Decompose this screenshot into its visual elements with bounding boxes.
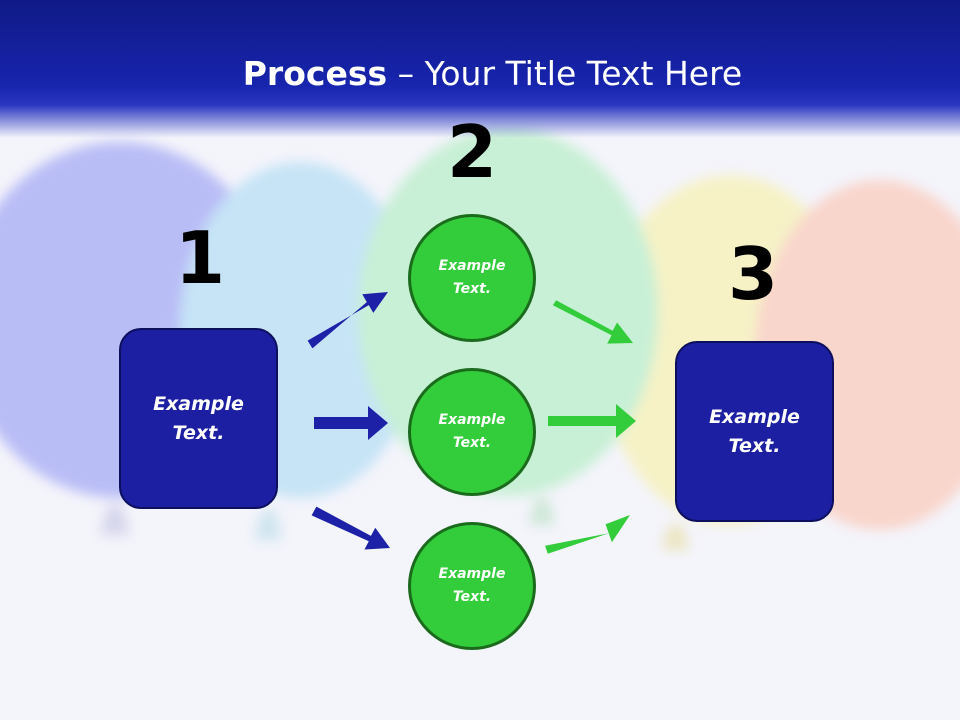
arrow-green-down bbox=[545, 515, 630, 554]
step-2-circle-2: Example Text. bbox=[408, 368, 536, 496]
arrow-blue-up bbox=[307, 292, 388, 349]
step-1-box: Example Text. bbox=[119, 328, 278, 509]
arrow-green-middle bbox=[548, 404, 636, 438]
step-number-1: 1 bbox=[174, 216, 226, 300]
step-2-circle-3: Example Text. bbox=[408, 522, 536, 650]
arrow-blue-middle bbox=[314, 406, 388, 440]
step-number-2: 2 bbox=[446, 110, 498, 194]
title-rest: – Your Title Text Here bbox=[387, 54, 743, 93]
page-title: Process – Your Title Text Here bbox=[0, 52, 960, 96]
step-2-circle-1: Example Text. bbox=[408, 214, 536, 342]
arrow-blue-down bbox=[311, 506, 390, 550]
title-bar: Process – Your Title Text Here bbox=[0, 0, 960, 138]
step-3-box: Example Text. bbox=[675, 341, 834, 522]
arrow-green-up bbox=[552, 300, 633, 344]
title-bold: Process bbox=[242, 54, 388, 93]
step-number-3: 3 bbox=[727, 232, 779, 316]
